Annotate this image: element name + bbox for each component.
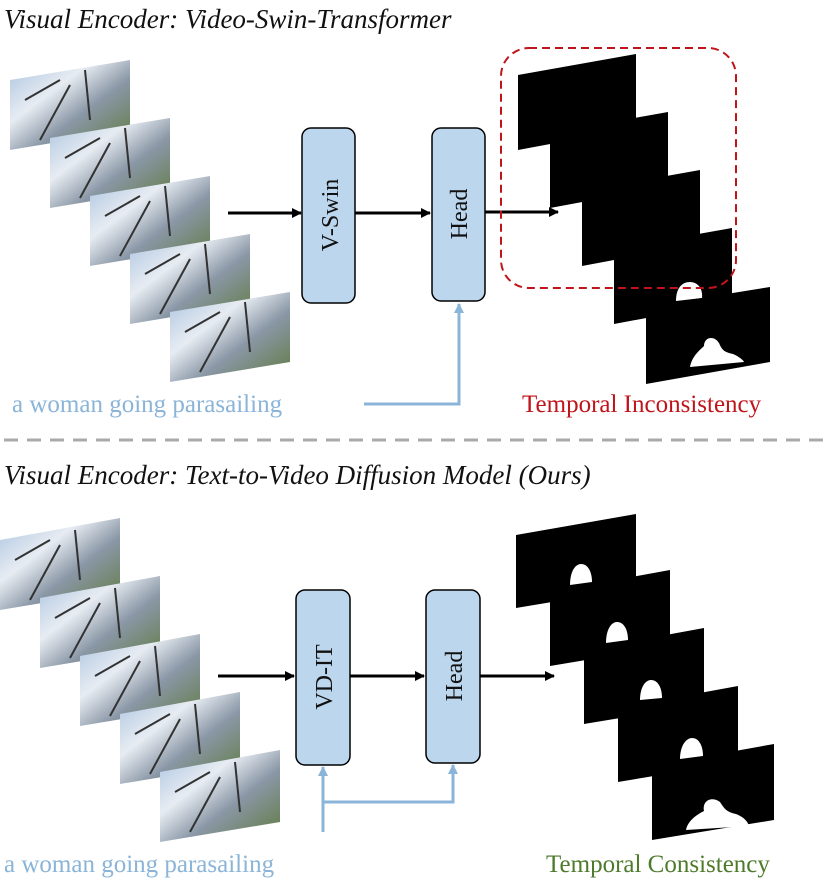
- inconsistency-label: Temporal Inconsistency: [522, 391, 762, 418]
- mask-frame: [652, 744, 774, 840]
- top-section-title: Visual Encoder: Video-Swin-Transformer: [4, 4, 452, 34]
- vdit-label: VD-IT: [312, 644, 338, 710]
- video-frame: [40, 576, 160, 668]
- vswin-block: [301, 127, 356, 304]
- video-frame: [170, 292, 290, 382]
- query-to-head-arrow: [323, 764, 458, 804]
- top-head-block: [431, 127, 486, 302]
- top-text-query: a woman going parasailing: [12, 391, 283, 418]
- mask-foreground: [640, 680, 662, 700]
- video-frame: [80, 634, 200, 726]
- video-frame: [0, 518, 120, 610]
- bottom-input-frames: [0, 518, 280, 842]
- top-head-label: Head: [447, 189, 473, 240]
- top-output-masks: [518, 54, 770, 384]
- video-frame: [120, 692, 240, 784]
- consistency-label: Temporal Consistency: [546, 851, 770, 878]
- bottom-head-label: Head: [442, 651, 468, 702]
- mask-foreground: [680, 738, 703, 759]
- mask-foreground: [686, 799, 749, 830]
- bottom-section-title: Visual Encoder: Text-to-Video Diffusion …: [4, 460, 591, 490]
- bottom-text-query: a woman going parasailing: [4, 851, 275, 878]
- video-frame: [90, 176, 210, 266]
- inconsistency-highlight-box: [500, 47, 737, 289]
- video-frame: [130, 234, 250, 324]
- video-frame: [50, 118, 170, 208]
- video-frame: [160, 750, 280, 842]
- mask-foreground: [690, 337, 744, 367]
- top-input-frames: [10, 60, 290, 382]
- mask-foreground: [606, 622, 628, 643]
- top-query-to-head-arrow: [364, 303, 464, 406]
- vswin-label: V-Swin: [318, 179, 344, 251]
- mask-foreground: [676, 282, 703, 301]
- video-frame: [10, 60, 130, 150]
- mask-foreground: [570, 564, 592, 585]
- bottom-output-masks: [516, 514, 774, 840]
